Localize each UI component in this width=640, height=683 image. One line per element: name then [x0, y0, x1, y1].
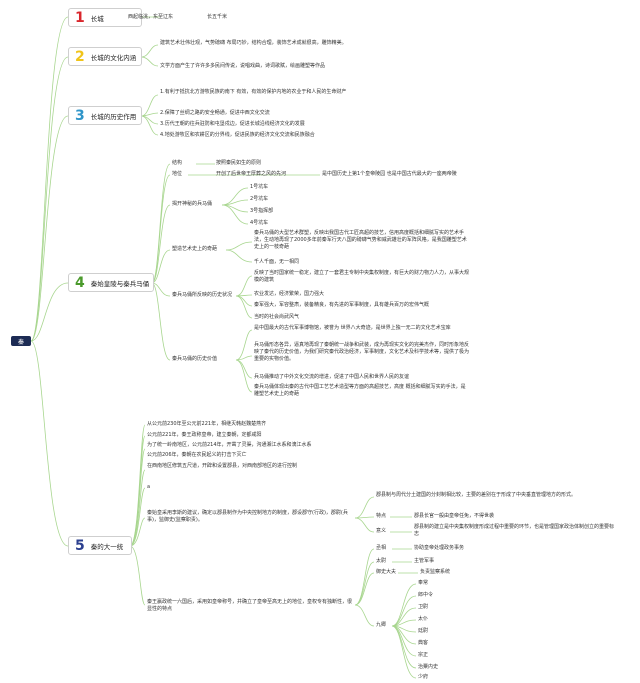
b5-taiwei-v: 主管军事 — [414, 558, 435, 564]
b4-jiekai-2: 2号坑车 — [250, 196, 269, 202]
b5-jiuqing-6: 典客 — [418, 640, 429, 646]
b5-jiuqing-4: 太仆 — [418, 616, 429, 622]
b5-jiuqing-3: 卫尉 — [418, 604, 429, 610]
branch-2-number: 2 — [75, 48, 85, 65]
b5-jiuqing-1: 奉常 — [418, 580, 429, 586]
b5-yiyi: 意义 — [376, 528, 387, 534]
b5-item-3: 为了统一岭南地区，公元前214年，开凿了灵渠，沟通湘江水系和漓江水系 — [147, 442, 312, 448]
b3-item-3: 3.历代王朝的往兵驻防和屯垦戍边，促进长城沿线经济文化的发展 — [160, 121, 305, 127]
b4-fanying: 秦兵马俑所反映的历史状况 — [172, 292, 233, 298]
b5-yushi-v: 负责监察系统 — [420, 569, 451, 575]
b5-junxian: 秦始皇采用李斯的建议，确定以郡县制作为中央控制地方的制度，郡设郡守(行政)，郡尉… — [147, 510, 348, 523]
b5-jiuqing-2: 郎中令 — [418, 592, 434, 598]
b4-diwei: 地位 — [172, 171, 183, 177]
b5-item-2: 公元前221年，秦王政称皇帝，建立秦朝，定都咸阳 — [147, 432, 262, 438]
branch-1-label: 长城 — [90, 14, 104, 23]
b3-item-1: 1.有利于抵抗北方游牧民族的南下 有效，有效的保护内地的农业于和人民的生命财产 — [160, 89, 347, 95]
b5-item-1: 从公元前230年至公元前221年，相继灭韩赵魏楚燕齐 — [147, 421, 267, 427]
b4-fanying-2: 农业发达，经济繁荣，国力强大 — [254, 291, 325, 297]
b4-jiazhi-3: 兵马俑推动了中外文化交流的增进，促进了中国人民和世界人民的友谊 — [254, 374, 410, 380]
b1-item-1: 西起临洮，东至辽东 — [128, 14, 174, 20]
branch-4-node[interactable]: 4 秦始皇陵与秦兵马俑 — [68, 273, 154, 292]
branch-2-label: 长城的文化内涵 — [90, 53, 137, 62]
b5-jiuqing-9: 少府 — [418, 674, 429, 680]
b4-jiegou: 结构 — [172, 160, 183, 166]
b5-jiuqing-7: 宗正 — [418, 652, 429, 658]
b5-jiuqing-8: 治粟内史 — [418, 664, 439, 670]
b4-jiekai-1: 1号坑车 — [250, 184, 269, 190]
b5-item-6: a — [147, 484, 151, 490]
b5-tedian-value: 郡县长官一般由皇帝任免，不得世袭 — [414, 513, 495, 519]
branch-4-number: 4 — [75, 274, 85, 291]
b4-diwei-value: 开创了后世帝王厚葬之风的先河 — [216, 171, 287, 177]
b5-sangong-intro: 秦王嬴政统一六国后，采用如皇帝称号，并确立了皇帝至高无上的地位，皇权专有独断性，… — [147, 599, 353, 612]
b4-suzao-1: 秦兵马俑的大型艺术群塑，反映出我国古代工匠高超的技艺，信用高度概括和细腻写实的艺… — [254, 230, 467, 250]
branch-1-node[interactable]: 1 长城 — [68, 8, 142, 27]
b4-jiekai: 揭开神秘的兵马俑 — [172, 201, 213, 207]
b5-yushi: 御史大夫 — [376, 569, 397, 575]
b4-fanying-4: 当时的社会尚武风气 — [254, 314, 300, 320]
b2-item-2: 文学方面产生了许许多多民间传说，说唱戏曲，诗词歌赋，绘画雕塑等作品 — [160, 63, 326, 69]
b5-taiwei: 太尉 — [376, 558, 387, 564]
branch-5-node[interactable]: 5 秦的大一统 — [68, 536, 132, 555]
b5-jiuqing-label: 九卿 — [376, 622, 387, 628]
b5-item-5: 在西南地区修筑五尺道，开辟和设置郡县，对西南部地区的进行控制 — [147, 463, 298, 469]
branch-4-label: 秦始皇陵与秦兵马俑 — [90, 279, 150, 288]
b4-jiazhi: 秦兵马俑的历史价值 — [172, 356, 218, 362]
branch-5-label: 秦的大一统 — [90, 542, 124, 551]
b2-item-1: 建筑艺术壮伟壮观，气势磅礴 布局巧妙，结构合理，装饰艺术成就很高，雕饰精美。 — [160, 40, 347, 46]
branch-1-number: 1 — [75, 9, 85, 26]
b5-chengxiang: 丞相 — [376, 545, 387, 551]
branch-2-node[interactable]: 2 长城的文化内涵 — [68, 47, 142, 66]
branch-5-number: 5 — [75, 537, 85, 554]
b5-chengxiang-v: 协助皇帝处理政务事务 — [414, 545, 465, 551]
b5-jiuqing-5: 廷尉 — [418, 628, 429, 634]
b3-item-2: 2.保障了丝绸之路的安全畅通，促进中西文化交流 — [160, 110, 270, 116]
branch-3-number: 3 — [75, 107, 85, 124]
b4-jiazhi-2: 兵马俑形态各异，逼真地再现了秦朝统一战争和武装，成为再现实文化的完美杰作，同时形… — [254, 342, 470, 362]
b5-item-4: 公元前206年，秦朝在农民起义的打击下灭亡 — [147, 452, 247, 458]
b4-diwei-value-2: 是中国历史上第1个皇帝陵园 也是中国古代最大的一座两帝陵 — [322, 171, 457, 177]
b1-item-2: 长五千米 — [207, 14, 228, 20]
b4-jiekai-4: 4号坑车 — [250, 220, 269, 226]
branch-3-node[interactable]: 3 长城的历史作用 — [68, 106, 142, 125]
b5-yiyi-value: 郡县制的建立是中央集权制度形成过程中重要的环节，也是管理国家政治体制创立的重要标… — [414, 524, 615, 537]
b4-jiazhi-4: 秦兵马俑体现出秦的古代中国工艺艺术造型等方面的高超技艺，高度 概括和细腻写实的手… — [254, 384, 466, 397]
b5-junxian-sub-1: 郡县制与周代分土建国的分封制相比较，主要的差别在于形成了中央垂直管理地方的形式。 — [376, 492, 577, 498]
b3-item-4: 4.地处游牧区和农耕区的分界线，促进民族的经济文化交流和民族融合 — [160, 132, 315, 138]
b5-tedian: 特点 — [376, 513, 387, 519]
root-node[interactable]: 秦 — [11, 336, 31, 346]
b4-jiazhi-1: 是中国最大的古代军事博物馆，被誉为 世界八大奇迹，是世界上独一无二的文化艺术宝库 — [254, 325, 451, 331]
b4-jiekai-3: 3号指挥部 — [250, 208, 274, 214]
b4-suzao-2: 千人千面，无一相同 — [254, 259, 300, 265]
b4-suzao: 塑造艺术史上的奇葩 — [172, 246, 218, 252]
b4-fanying-1: 反映了当时国家统一稳定，建立了一套君主专制中央集权制度，有巨大的财力物力人力，从… — [254, 270, 470, 283]
b4-jiegou-value: 按照秦民如生的原则 — [216, 160, 262, 166]
b4-fanying-3: 秦军强大，军容整肃，装备精良，有先进的军事制度，具有雄兵百万的宏伟气概 — [254, 302, 430, 308]
branch-3-label: 长城的历史作用 — [90, 112, 137, 121]
